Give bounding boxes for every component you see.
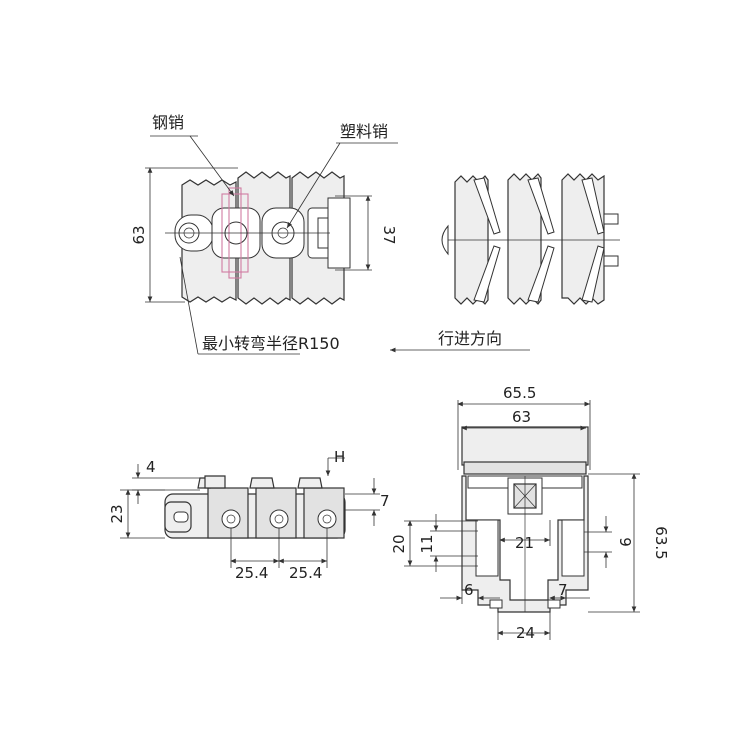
pitch-2-text: 25.4 xyxy=(289,564,322,582)
dim-4-text: 4 xyxy=(146,458,156,476)
dim-24-text: 24 xyxy=(516,624,535,642)
end-view xyxy=(461,426,589,613)
dim-6-text: 6 xyxy=(464,581,474,599)
top-view-right xyxy=(441,173,620,305)
pitch-1-text: 25.4 xyxy=(235,564,268,582)
callout-min-radius: 最小转弯半径R150 xyxy=(179,256,340,355)
side-view xyxy=(164,475,346,539)
dim-7-end-text: 7 xyxy=(558,581,568,599)
dim-63-5-text: 63.5 xyxy=(652,526,670,559)
dim-63-end-text: 63 xyxy=(512,408,531,426)
dim-23-text: 23 xyxy=(108,504,126,523)
end-dims: 65.5 63 63.5 20 11 21 9 6 7 xyxy=(390,384,670,642)
callout-steel-pin: 钢销 xyxy=(150,113,235,197)
dim-21-text: 21 xyxy=(515,534,534,552)
min-radius-label: 最小转弯半径R150 xyxy=(202,334,340,353)
travel-direction: 行进方向 xyxy=(390,329,530,353)
dim-37-text: 37 xyxy=(380,225,398,244)
dim-20-text: 20 xyxy=(390,534,408,553)
dim-11-text: 11 xyxy=(418,534,436,553)
callout-plastic-pin: 塑料销 xyxy=(286,122,398,229)
dim-63-left: 63 xyxy=(130,167,238,303)
top-view-left xyxy=(165,171,351,305)
dim-63-text: 63 xyxy=(130,225,148,244)
dim-9-text: 9 xyxy=(616,537,634,547)
dim-65-5-text: 65.5 xyxy=(503,384,536,402)
plastic-pin-label: 塑料销 xyxy=(340,122,388,141)
dim-h-text: H xyxy=(334,448,345,466)
travel-direction-label: 行进方向 xyxy=(438,329,502,348)
side-dims: 4 23 H 7 25.4 25.4 xyxy=(108,448,390,582)
dim-37: 37 xyxy=(335,195,398,271)
steel-pin-label: 钢销 xyxy=(152,113,184,132)
dim-7-side-text: 7 xyxy=(380,492,390,510)
